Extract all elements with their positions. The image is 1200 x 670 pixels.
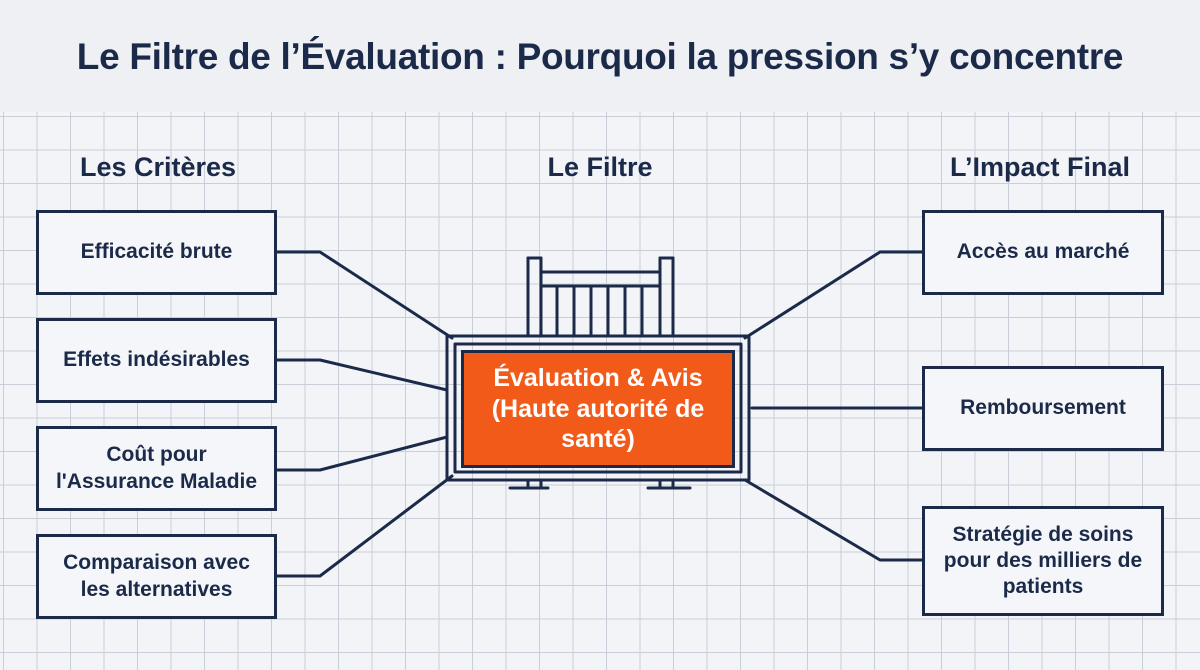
page-title: Le Filtre de l’Évaluation : Pourquoi la … xyxy=(76,36,1124,77)
criteria-label: Effets indésirables xyxy=(63,348,250,372)
criteria-box-efficacite: Efficacité brute xyxy=(36,210,277,295)
connector-strategie xyxy=(743,478,924,562)
impact-box-strategie: Stratégie de soins pour des milliers de … xyxy=(922,506,1164,616)
column-title-filter: Le Filtre xyxy=(547,152,653,182)
connector-effets xyxy=(275,358,449,392)
connector-comparaison xyxy=(275,474,454,578)
filter-box: Évaluation & Avis (Haute autorité de san… xyxy=(461,350,735,468)
criteria-label: Efficacité brute xyxy=(80,240,233,264)
impact-label: Remboursement xyxy=(960,396,1126,420)
column-title-criteria: Les Critères xyxy=(79,152,237,182)
filter-label: Évaluation & Avis (Haute autorité de san… xyxy=(491,364,705,454)
impact-box-remboursement: Remboursement xyxy=(922,366,1164,451)
connector-cout xyxy=(275,435,449,472)
connector-efficacite xyxy=(275,250,454,340)
impact-label: Stratégie de soins pour des milliers de … xyxy=(943,522,1143,599)
column-title-impact: L’Impact Final xyxy=(949,152,1131,182)
title-band xyxy=(0,0,1200,112)
filter-frame-outer xyxy=(445,334,751,482)
criteria-box-cout: Coût pour l'Assurance Maladie xyxy=(36,426,277,511)
connector-acces xyxy=(743,250,924,340)
filter-frame-inner xyxy=(453,342,743,474)
impact-label: Accès au marché xyxy=(956,240,1130,264)
criteria-box-effets: Effets indésirables xyxy=(36,318,277,403)
impact-box-acces: Accès au marché xyxy=(922,210,1164,295)
criteria-label: Comparaison avec les alternatives xyxy=(63,551,250,601)
criteria-label: Coût pour l'Assurance Maladie xyxy=(55,443,258,493)
criteria-box-comparaison: Comparaison avec les alternatives xyxy=(36,534,277,619)
